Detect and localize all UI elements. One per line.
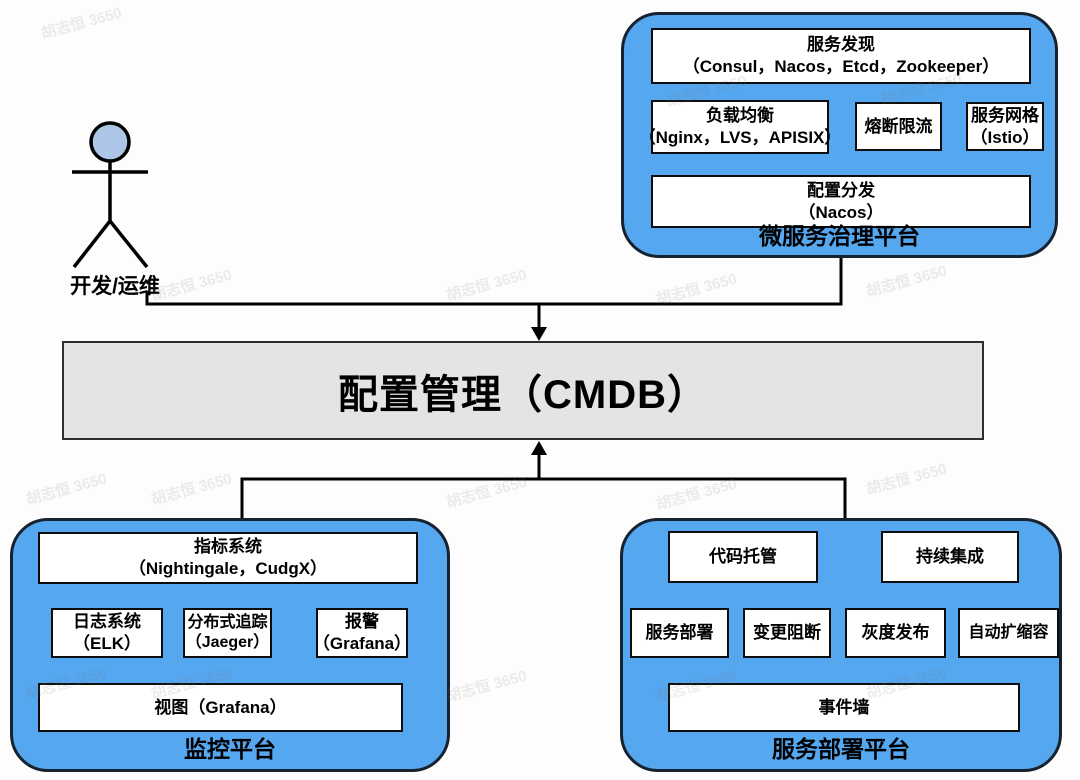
cmdb-title: 配置管理（CMDB） <box>338 372 708 417</box>
box-gray-release: 灰度发布 <box>845 608 946 658</box>
box-metrics: 指标系统 （Nightingale，CudgX） <box>38 532 418 584</box>
actor-label: 开发/运维 <box>70 275 160 298</box>
actor-leg-right <box>108 219 149 269</box>
box-title: 灰度发布 <box>861 623 930 643</box>
box-subtitle: （Consul，Nacos，Etcd，Zookeeper） <box>682 57 1000 76</box>
actor-leg-left <box>72 219 112 269</box>
box-title: 视图（Grafana） <box>154 697 287 717</box>
watermark: 胡志恒 3650 <box>654 270 739 309</box>
connector-bottom-split <box>240 477 847 518</box>
arrowhead-down-icon <box>531 327 547 341</box>
box-title: 熔断限流 <box>864 116 933 136</box>
watermark: 胡志恒 3650 <box>864 262 949 301</box>
cmdb-box: 配置管理（CMDB） <box>62 341 984 440</box>
box-title: 服务发现 <box>807 35 875 55</box>
box-service-deploy: 服务部署 <box>630 608 729 658</box>
box-title: 配置分发 <box>807 180 875 200</box>
box-config-distribution: 配置分发 （Nacos） <box>651 175 1031 228</box>
box-title: 报警 <box>345 612 379 632</box>
box-circuit-breaking: 熔断限流 <box>855 102 942 151</box>
box-event-wall: 事件墙 <box>668 683 1020 732</box>
box-subtitle: （Grafana） <box>312 634 412 653</box>
box-subtitle: （Jaeger） <box>185 634 270 651</box>
watermark: 胡志恒 3650 <box>39 4 124 43</box>
box-title: 指标系统 <box>194 537 262 557</box>
platform-governance-label: 微服务治理平台 <box>759 223 920 249</box>
box-ci: 持续集成 <box>881 531 1019 583</box>
actor-head <box>89 121 131 163</box>
platform-deployment-label: 服务部署平台 <box>772 736 910 762</box>
box-title: 事件墙 <box>818 697 870 717</box>
box-subtitle: （Nightingale，CudgX） <box>128 559 328 578</box>
watermark: 胡志恒 3650 <box>654 475 739 514</box>
watermark: 胡志恒 3650 <box>444 473 529 512</box>
box-subtitle: （Nacos） <box>798 202 884 222</box>
box-logging: 日志系统 （ELK） <box>51 608 163 658</box>
box-title: 日志系统 <box>73 612 141 632</box>
box-code-hosting: 代码托管 <box>668 531 818 583</box>
box-service-mesh: 服务网格 （Istio） <box>966 102 1044 151</box>
box-dashboard: 视图（Grafana） <box>38 683 403 732</box>
platform-monitoring-label: 监控平台 <box>184 736 276 762</box>
arrowhead-up-icon <box>531 441 547 455</box>
box-title: 服务网格 <box>971 105 1039 125</box>
box-tracing: 分布式追踪 （Jaeger） <box>183 608 272 658</box>
box-change-block: 变更阻断 <box>743 608 831 658</box>
box-subtitle: （Nginx，LVS，APISIX） <box>638 128 842 147</box>
platform-deployment: 代码托管 持续集成 服务部署 变更阻断 灰度发布 自动扩缩容 事件墙 服务部署平… <box>620 518 1062 772</box>
box-subtitle: （Istio） <box>970 127 1040 147</box>
box-title: 服务部署 <box>645 623 714 643</box>
box-subtitle: （ELK） <box>73 634 141 653</box>
connector-actor-governance <box>145 257 843 306</box>
box-title: 持续集成 <box>916 547 984 567</box>
watermark: 胡志恒 3650 <box>149 470 234 509</box>
box-alerting: 报警 （Grafana） <box>312 608 412 658</box>
box-autoscaling: 自动扩缩容 <box>958 608 1059 658</box>
platform-governance: 服务发现 （Consul，Nacos，Etcd，Zookeeper） 负载均衡 … <box>621 12 1058 258</box>
box-service-discovery: 服务发现 （Consul，Nacos，Etcd，Zookeeper） <box>651 28 1031 84</box>
actor-figure <box>72 121 149 269</box>
watermark: 胡志恒 3650 <box>864 460 949 499</box>
watermark: 胡志恒 3650 <box>444 667 529 706</box>
box-title: 分布式追踪 <box>187 613 268 631</box>
box-title: 变更阻断 <box>753 623 821 643</box>
platform-monitoring: 指标系统 （Nightingale，CudgX） 日志系统 （ELK） 分布式追… <box>10 518 450 772</box>
watermark: 胡志恒 3650 <box>24 470 109 509</box>
box-load-balancing: 负载均衡 （Nginx，LVS，APISIX） <box>639 100 841 154</box>
box-title: 代码托管 <box>709 547 777 567</box>
watermark: 胡志恒 3650 <box>444 266 529 305</box>
box-title: 负载均衡 <box>706 106 774 126</box>
box-title: 自动扩缩容 <box>968 623 1049 641</box>
